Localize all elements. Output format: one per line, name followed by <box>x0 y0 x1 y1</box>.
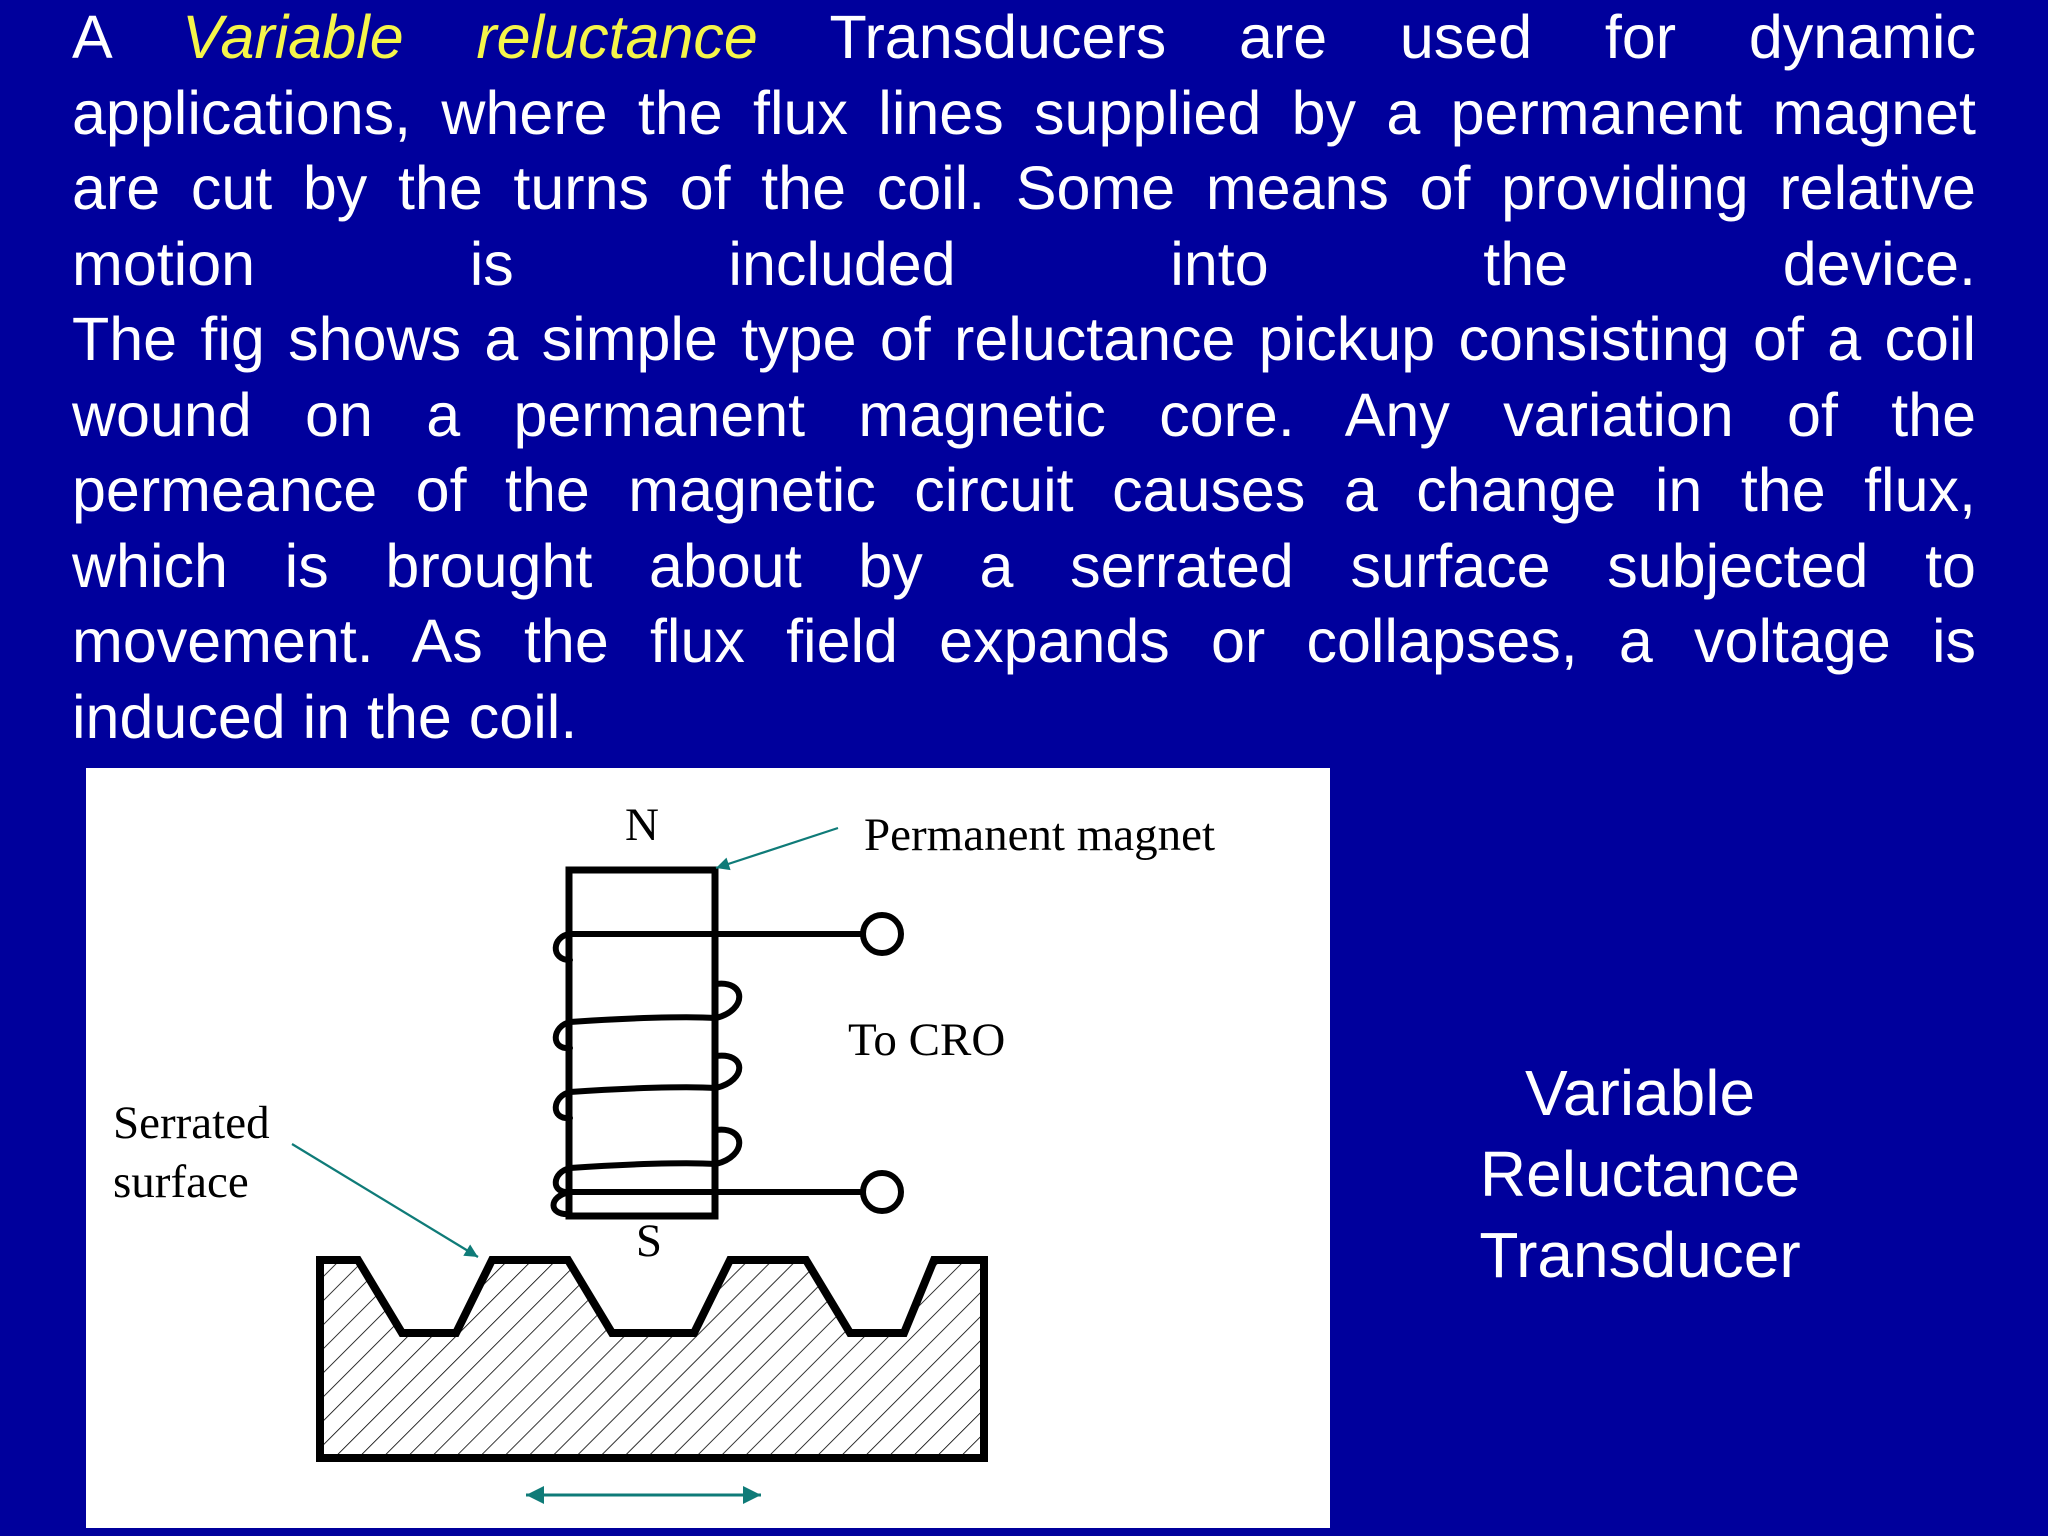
caption-line-2: Reluctance <box>1479 1138 1801 1210</box>
permanent-magnet <box>565 866 719 1220</box>
permanent-magnet-label: Permanent magnet <box>864 809 1215 861</box>
paragraph-line-2: applications, where the flux lines suppl… <box>72 78 1976 147</box>
paragraph-line-8: which is brought about by a serrated sur… <box>72 531 1976 600</box>
transducer-diagram: N S Permanent magnet To CRO Serrated sur… <box>113 799 1215 1504</box>
paragraph-line-10: induced in the coil. <box>72 682 578 751</box>
caption-line-1: Variable <box>1524 1057 1756 1129</box>
caption-line-3: Transducer <box>1479 1219 1801 1291</box>
south-pole-label: S <box>636 1215 662 1267</box>
paragraph-line-6: wound on a permanent magnetic core. Any … <box>72 380 1976 449</box>
cro-output-label: To CRO <box>848 1014 1005 1066</box>
top-terminal <box>860 912 904 956</box>
highlighted-term: Variable reluctance <box>182 3 758 71</box>
bottom-terminal <box>860 1170 904 1214</box>
serrated-surface-label-line-1: Serrated <box>113 1097 270 1149</box>
paragraph-line-4: motion is included into the device. <box>72 229 1976 298</box>
paragraph-line-9: movement. As the flux field expands or c… <box>72 607 1976 675</box>
description-paragraph: A Variable reluctance Transducers are us… <box>72 0 1976 755</box>
paragraph-line-5: The fig shows a simple type of reluctanc… <box>72 305 1976 373</box>
coil-front <box>567 931 743 1195</box>
paragraph-line-3: are cut by the turns of the coil. Some m… <box>72 154 1976 222</box>
serrated-surface <box>316 1256 988 1462</box>
north-pole-label: N <box>625 799 659 851</box>
paragraph-line-7: permeance of the magnetic circuit causes… <box>72 456 1976 524</box>
paragraph-line-1: A Variable reluctance Transducers are us… <box>72 3 1976 71</box>
figure-caption: Variable Reluctance Transducer <box>1390 1053 1890 1296</box>
transducer-figure: N S Permanent magnet To CRO Serrated sur… <box>86 768 1330 1528</box>
serrated-surface-label-line-2: surface <box>113 1156 249 1208</box>
surface-pointer-arrow <box>291 1143 479 1258</box>
magnet-pointer-arrow <box>715 826 839 871</box>
